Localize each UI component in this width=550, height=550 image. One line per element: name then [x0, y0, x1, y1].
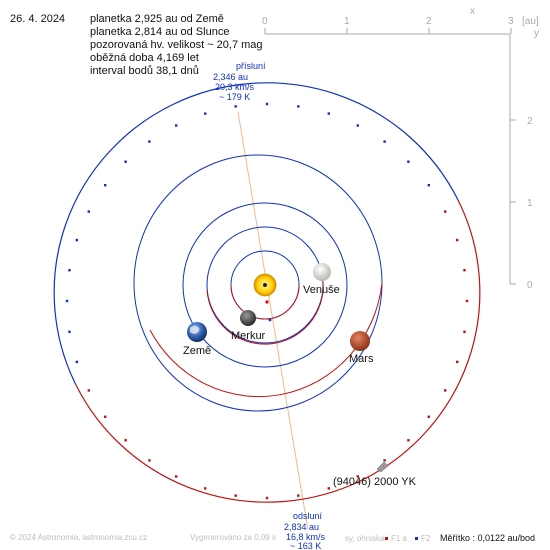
earth-orbit — [182, 202, 348, 368]
x-axis-letter: x — [470, 6, 475, 17]
orbit-point-marker — [68, 330, 71, 333]
mercury-label: Merkur — [231, 330, 266, 342]
scale-label: Měřítko : 0,0122 au/bod — [440, 533, 536, 543]
x-tick-label-1: 1 — [344, 16, 350, 27]
orbit-point-marker — [407, 439, 410, 442]
info-line-earth-distance: planetka 2,925 au od Země — [90, 13, 224, 25]
aphelion-distance: 2,834 au — [284, 522, 319, 532]
mars-orbit-lower — [149, 282, 383, 398]
orbit-point-marker — [104, 415, 107, 418]
mercury-orbit-lower — [230, 284, 300, 320]
mercury-icon — [240, 310, 256, 326]
orbit-point-marker — [204, 487, 207, 490]
orbit-point-marker — [65, 299, 69, 303]
orbit-point-marker — [175, 124, 178, 127]
mars-icon — [350, 331, 370, 351]
f2-marker — [415, 537, 418, 540]
x-tick-label-2: 2 — [426, 16, 432, 27]
asteroid-orbit-points — [65, 102, 469, 500]
orbit-point-marker — [444, 210, 447, 213]
orbit-point-marker — [356, 124, 359, 127]
asteroid-orbit-above-ecliptic — [53, 82, 459, 386]
venus-icon — [313, 263, 331, 281]
aphelion-title: odsluní — [293, 511, 323, 521]
x-tick-label-0: 0 — [262, 16, 268, 27]
aphelion-speed: 16,8 km/s — [286, 532, 326, 542]
perihelion-info: přísluní 2,346 au 20,3 km/s ~ 179 K — [213, 61, 266, 102]
orbit-point-marker — [148, 459, 151, 462]
orbit-point-marker — [427, 184, 430, 187]
sun-center-dot — [263, 283, 267, 287]
orbit-point-marker — [75, 360, 78, 364]
orbit-point-marker — [356, 475, 359, 478]
orbit-point-marker — [327, 112, 330, 115]
unit-label: [au] — [522, 16, 539, 27]
earth-label: Země — [183, 345, 211, 357]
asteroid-icon — [376, 461, 389, 473]
orbit-point-marker — [383, 459, 386, 462]
orbit-point-marker — [297, 105, 300, 108]
f1-marker — [385, 537, 388, 540]
y-axis-letter: y — [534, 28, 539, 39]
apsis-line — [237, 111, 309, 531]
date-label: 26. 4. 2024 — [10, 13, 66, 25]
info-line-interval: interval bodů 38,1 dnů — [90, 65, 199, 77]
orbit-point-marker — [427, 415, 430, 418]
generated-time-label: Vygenerováno za 0,09 s — [190, 533, 276, 542]
orbit-point-marker — [234, 494, 237, 497]
mercury-orbit-point — [268, 318, 272, 322]
orbit-point-marker — [124, 439, 127, 442]
f2-label: F2 — [421, 534, 431, 543]
orbit-point-marker — [407, 160, 410, 163]
venus-orbit-lower — [206, 281, 324, 345]
orbit-point-marker — [87, 389, 90, 392]
mars-label: Mars — [349, 353, 374, 365]
x-tick-label-3: 3 — [508, 16, 514, 27]
perihelion-title: přísluní — [236, 61, 266, 71]
info-line-period: oběžná doba 4,169 let — [90, 52, 199, 64]
orbit-point-marker — [463, 269, 466, 272]
orbit-point-marker — [124, 160, 127, 163]
orbit-point-marker — [68, 269, 71, 272]
perihelion-speed: 20,3 km/s — [215, 82, 255, 92]
orbit-point-marker — [175, 475, 178, 478]
venus-label: Venuše — [303, 284, 340, 296]
orbit-point-marker — [456, 360, 459, 364]
orbit-point-marker — [456, 238, 459, 242]
asteroid-info-block: planetka 2,925 au od Země planetka 2,814… — [90, 13, 263, 78]
orbit-point-marker — [465, 299, 469, 303]
y-tick-label-2: 2 — [527, 116, 533, 127]
orbit-point-marker — [104, 184, 107, 187]
orbit-point-marker — [75, 238, 78, 242]
asteroid-label: (94046) 2000 YK — [333, 476, 417, 488]
aphelion-temperature: ~ 163 K — [290, 541, 321, 550]
focus-marker — [265, 300, 269, 304]
info-line-sun-distance: planetka 2,814 au od Slunce — [90, 26, 230, 38]
perihelion-distance: 2,346 au — [213, 72, 248, 82]
orbit-point-marker — [87, 210, 90, 213]
aphelion-info: odsluní 2,834 au 16,8 km/s ~ 163 K — [284, 511, 326, 550]
orbit-point-marker — [327, 487, 330, 490]
orbit-point-marker — [265, 102, 269, 106]
orbit-point-marker — [204, 112, 207, 115]
f1-label: F1 a — [391, 534, 408, 543]
y-tick-label-1: 1 — [527, 198, 533, 209]
earth-cloud-icon — [190, 325, 200, 334]
info-line-magnitude: pozorovaná hv. velikost ~ 20,7 mag — [90, 39, 263, 51]
legend-tail-label: sy, ohniska — [345, 534, 385, 543]
copyright-label: © 2024 Astronomia, astronomia.zcu.cz — [10, 533, 148, 542]
orbit-point-marker — [265, 496, 269, 500]
orbit-point-marker — [148, 140, 151, 143]
asteroid-orbit-below-ecliptic — [75, 199, 481, 503]
orbit-point-marker — [463, 330, 466, 333]
orbit-point-marker — [383, 140, 386, 143]
orbit-point-marker — [297, 494, 300, 497]
y-tick-label-0: 0 — [527, 280, 533, 291]
perihelion-temperature: ~ 179 K — [219, 92, 250, 102]
orbit-point-marker — [234, 105, 237, 108]
orbit-point-marker — [444, 389, 447, 392]
